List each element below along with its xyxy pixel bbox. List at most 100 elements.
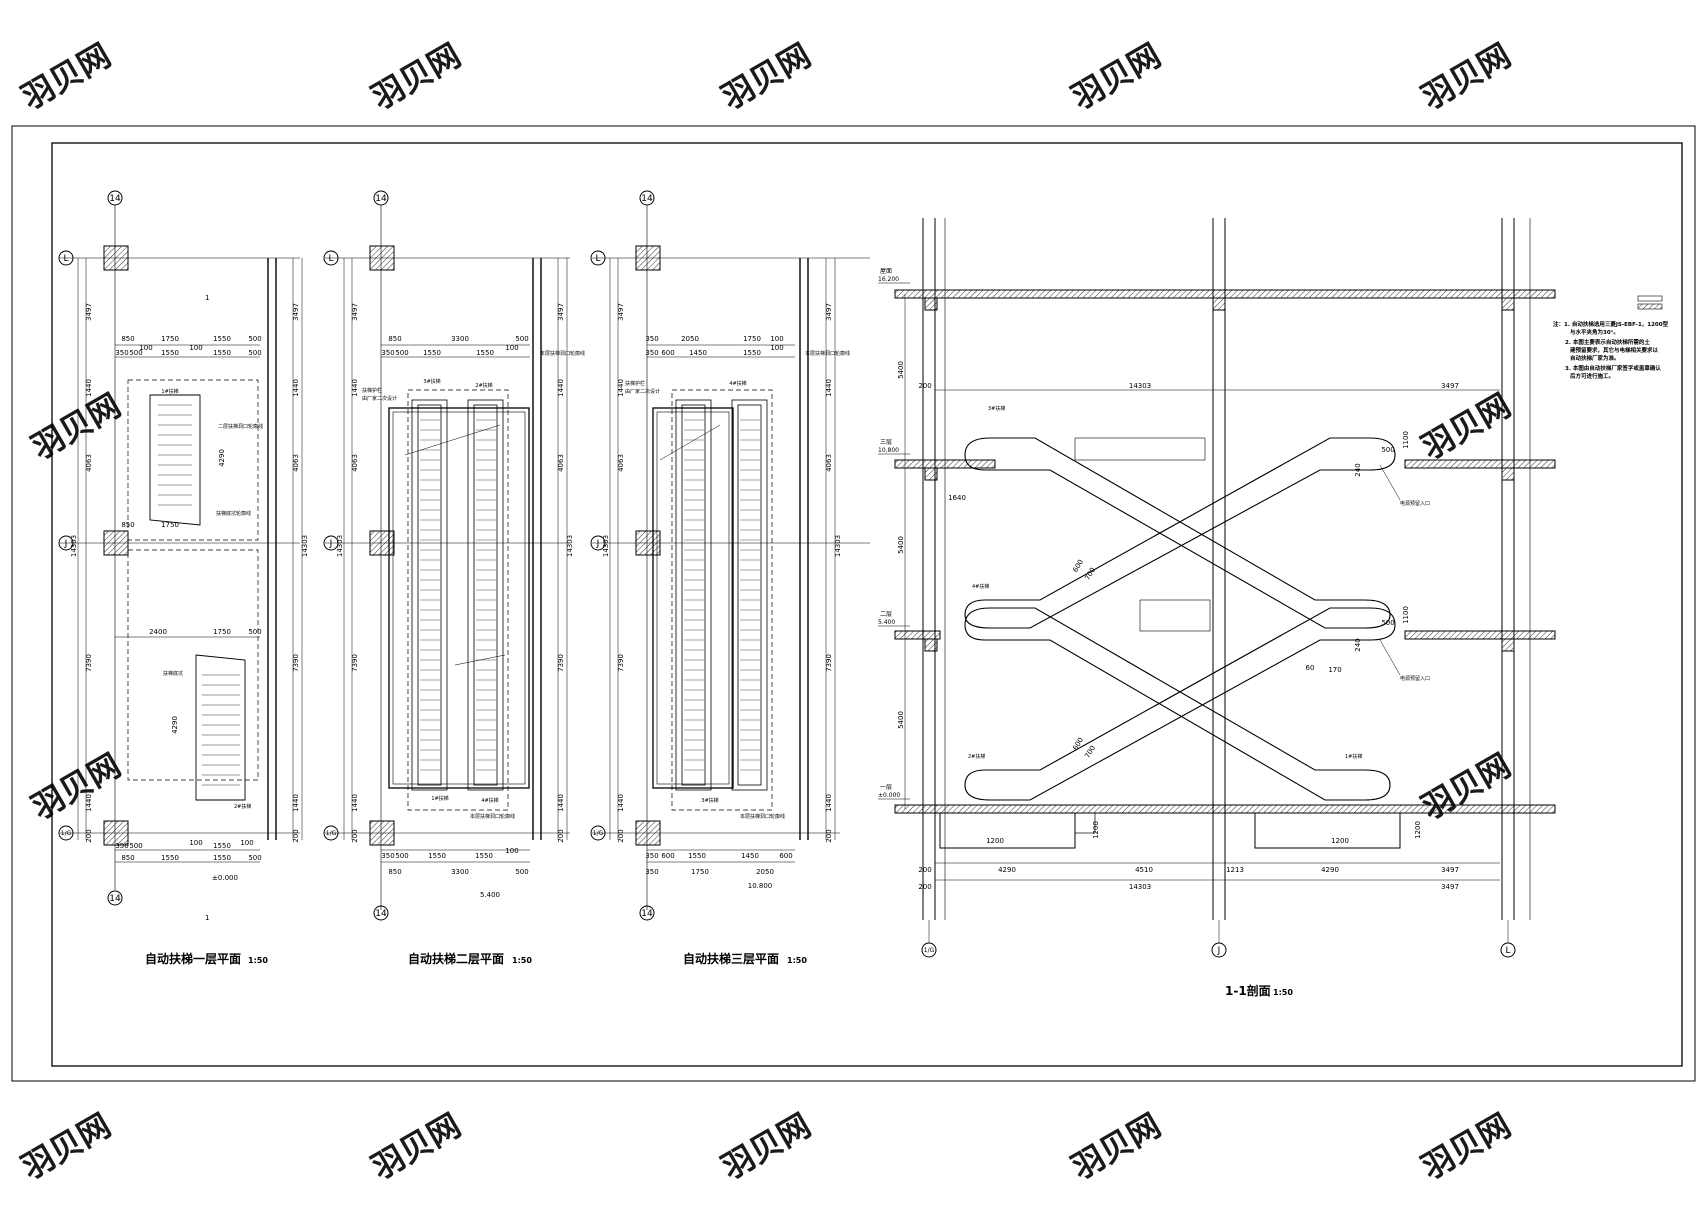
- dim: 5400: [897, 711, 905, 729]
- dim: 1750: [161, 335, 179, 343]
- dim: 200: [85, 829, 93, 842]
- label: 扶梯底坑轮廓线: [216, 510, 251, 517]
- axis-label: 1/G: [924, 947, 935, 954]
- dim: 1440: [825, 379, 833, 397]
- label: 3#扶梯: [988, 405, 1005, 412]
- axis-bubble-14-bottom: 14: [639, 905, 655, 921]
- watermark: 羽贝网: [1065, 36, 1167, 117]
- dim: 2050: [681, 335, 699, 343]
- axis-label: J: [596, 539, 600, 549]
- dim: 500: [129, 349, 142, 357]
- sheet-outer-frame: [11, 125, 1696, 1082]
- dim: 1550: [743, 349, 761, 357]
- column: [369, 530, 395, 556]
- dim: 600: [661, 349, 674, 357]
- level-name: 屋面: [880, 268, 892, 275]
- watermark-layer: 羽贝网 羽贝网 羽贝网 羽贝网 羽贝网 羽贝网 羽贝网 羽贝网 羽贝网 羽贝网 …: [15, 36, 1517, 1187]
- dim: 7390: [292, 654, 300, 672]
- escalator-steps: [684, 419, 760, 771]
- watermark: 羽贝网: [1415, 36, 1517, 117]
- dim: 1440: [557, 794, 565, 812]
- axis-bubble-1G: 1/G: [921, 942, 937, 958]
- axis-bubble-1G: 1/G: [590, 825, 606, 841]
- plan-first-floor: 14 14 L J 1/G 850 1750 1550 500 350 500: [58, 190, 309, 966]
- plan-scale: 1:50: [787, 956, 807, 965]
- label: 4#扶梯: [972, 583, 989, 590]
- dim: 350: [381, 852, 394, 860]
- label: 4#扶梯: [481, 797, 498, 804]
- dim: 4063: [617, 454, 625, 472]
- dim: 500: [248, 628, 261, 636]
- label: 本层扶梯洞口轮廓线: [805, 350, 850, 357]
- dimensions: 850 3300 500 350 500 1550 1550 100 350 5…: [336, 258, 574, 876]
- note-line: 自动扶梯厂家为准。: [1570, 354, 1620, 362]
- dim: 100: [189, 344, 202, 352]
- note-line: 与水平夹角为30°。: [1570, 328, 1619, 336]
- dim: 3497: [1441, 866, 1459, 874]
- label: 2#扶梯: [475, 382, 492, 389]
- watermark: 羽贝网: [365, 1106, 467, 1187]
- section-title: 1-1剖面: [1225, 983, 1271, 998]
- dim: 14303: [602, 535, 610, 557]
- label: 本层扶梯洞口轮廓线: [470, 813, 515, 820]
- level-marks: 屋面 16.200 三层 10.800 二层 5.400 一层 ±0.000: [878, 268, 910, 800]
- axis-bubble-14-top: 14: [107, 190, 123, 206]
- dim: 4063: [351, 454, 359, 472]
- dim: 1213: [1226, 866, 1244, 874]
- dim: 4063: [825, 454, 833, 472]
- dim: 60: [1306, 664, 1315, 672]
- axis-bubble-J: J: [1211, 942, 1227, 958]
- axis-label: L: [1505, 946, 1510, 956]
- general-notes: 注：1. 自动扶梯选用三菱JS-EBF-1，1200型 与水平夹角为30°。 2…: [1553, 295, 1669, 380]
- dim: 1200: [1092, 821, 1100, 839]
- level-value: 5.400: [878, 619, 895, 626]
- plan-title: 自动扶梯三层平面: [683, 951, 779, 966]
- label: 1#扶梯: [161, 388, 178, 395]
- axis-label: 1/G: [593, 830, 604, 837]
- dim: 600: [1071, 736, 1085, 752]
- level-name: 二层: [880, 611, 892, 618]
- level-mark: 10.800: [748, 882, 773, 890]
- dim: 500: [515, 868, 528, 876]
- dim: 1550: [476, 349, 494, 357]
- dim: 5400: [897, 536, 905, 554]
- axis-bubble-14-bottom: 14: [107, 890, 123, 906]
- dim: 850: [121, 335, 134, 343]
- dim: 14303: [1129, 883, 1151, 891]
- dim: 850: [121, 854, 134, 862]
- level-mark: ±0.000: [212, 874, 238, 882]
- dim: 14303: [301, 535, 309, 557]
- dim: 1550: [213, 335, 231, 343]
- column: [635, 530, 661, 556]
- dim: 3497: [557, 303, 565, 321]
- axis-label: J: [64, 539, 68, 549]
- dim: 3300: [451, 335, 469, 343]
- dim: 100: [505, 344, 518, 352]
- label: 电源预留入口: [1400, 675, 1430, 682]
- dim: 2400: [149, 628, 167, 636]
- dim: 500: [515, 335, 528, 343]
- dim: 1440: [557, 379, 565, 397]
- watermark: 羽贝网: [365, 36, 467, 117]
- note-line: 2. 本图主要表示自动扶梯所需的土: [1565, 338, 1650, 346]
- level-mark: 5.400: [480, 891, 500, 899]
- axis-label: L: [63, 254, 68, 264]
- dim: 350: [645, 868, 658, 876]
- label: 由厂家二次设计: [362, 395, 397, 402]
- dim: 600: [779, 852, 792, 860]
- dim: 350: [115, 349, 128, 357]
- dim: 1440: [351, 379, 359, 397]
- axis-bubble-J: J: [590, 535, 606, 551]
- dim: 1750: [161, 521, 179, 529]
- dim: 3497: [825, 303, 833, 321]
- label: 3#扶梯: [423, 378, 440, 385]
- axis-bubble-L: L: [323, 250, 339, 266]
- dim: 1100: [1402, 431, 1410, 449]
- dim: 100: [505, 847, 518, 855]
- plan-title: 自动扶梯一层平面: [145, 951, 241, 966]
- dim: 200: [918, 883, 931, 891]
- dim: 200: [825, 829, 833, 842]
- dim: 500: [248, 349, 261, 357]
- watermark: 羽贝网: [15, 36, 117, 117]
- floor-slabs: [894, 289, 1556, 814]
